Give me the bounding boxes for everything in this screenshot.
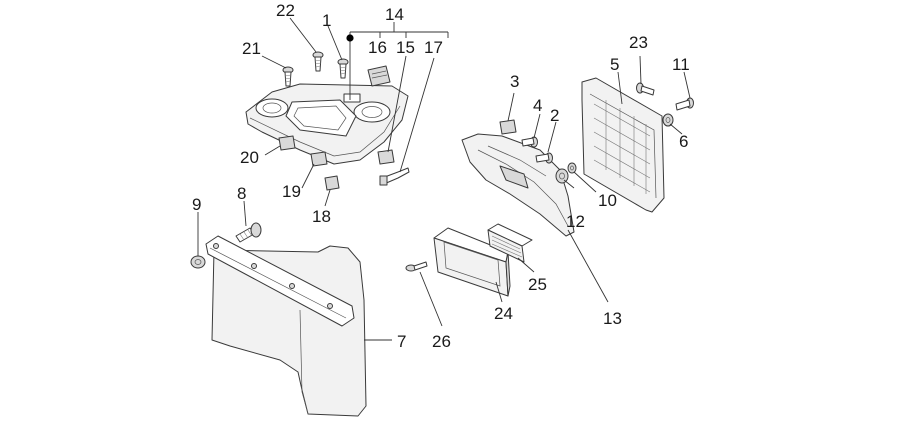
part-screw-23 <box>636 82 655 96</box>
part-screw-4 <box>521 136 538 148</box>
callout-13: 13 <box>603 309 622 328</box>
part-screw-22 <box>312 51 324 72</box>
part-clip-15 <box>377 149 395 165</box>
callout-25: 25 <box>528 275 547 294</box>
callout-22: 22 <box>276 1 295 20</box>
assembly-marker-dot <box>346 34 354 42</box>
part-screw-21 <box>282 66 294 87</box>
callout-15: 15 <box>396 38 415 57</box>
part-washer-12 <box>555 168 569 184</box>
callout-3: 3 <box>510 72 519 91</box>
callout-2: 2 <box>550 106 559 125</box>
callout-12: 12 <box>566 212 585 231</box>
part-lens-25 <box>487 223 533 263</box>
part-tray-clip-slot <box>343 93 361 103</box>
part-cable-tie-17 <box>379 167 410 186</box>
callout-9: 9 <box>192 195 201 214</box>
part-mudflap-bracket <box>205 235 355 327</box>
part-support-tray <box>245 83 409 165</box>
part-clip-nut-20 <box>278 135 296 151</box>
callout-11: 11 <box>672 55 690 74</box>
part-plate-holder-5 <box>581 77 665 213</box>
callout-5: 5 <box>610 55 619 74</box>
callout-4: 4 <box>533 96 542 115</box>
callout-1: 1 <box>322 11 331 30</box>
callout-8: 8 <box>237 184 246 203</box>
part-lamp-housing-24 <box>433 227 511 297</box>
part-washer-10 <box>567 162 577 174</box>
part-mudflap-7 <box>211 245 367 417</box>
callout-16: 16 <box>368 38 387 57</box>
callout-6: 6 <box>679 132 688 151</box>
callout-7: 7 <box>397 332 406 351</box>
part-clip-nut-19 <box>310 151 328 167</box>
callout-14: 14 <box>385 5 404 24</box>
part-rear-guard-13 <box>461 133 575 237</box>
callout-26: 26 <box>432 332 451 351</box>
callout-19: 19 <box>282 182 301 201</box>
callout-23: 23 <box>629 33 648 52</box>
part-screw-26 <box>405 261 428 272</box>
callout-24: 24 <box>494 304 513 323</box>
callouts: 1 2 3 4 5 6 7 8 9 10 11 12 13 14 15 16 1… <box>192 1 690 351</box>
part-tray-left-boss <box>255 98 289 118</box>
part-tray-right-boss <box>353 101 391 123</box>
callout-21: 21 <box>242 39 261 58</box>
part-bolt-8 <box>235 222 262 243</box>
part-clip-nut-18 <box>324 175 340 191</box>
leader-lines <box>197 17 691 341</box>
callout-10: 10 <box>598 191 617 210</box>
part-clip-16 <box>367 65 391 87</box>
part-clip-nut-3 <box>499 119 517 135</box>
part-screw-11 <box>675 97 694 111</box>
part-screw-2 <box>535 152 553 164</box>
part-nut-9 <box>190 255 206 269</box>
part-screw-1 <box>337 58 349 79</box>
callout-18: 18 <box>312 207 331 226</box>
part-washer-6 <box>662 113 674 127</box>
callout-17: 17 <box>424 38 443 57</box>
callout-20: 20 <box>240 148 259 167</box>
